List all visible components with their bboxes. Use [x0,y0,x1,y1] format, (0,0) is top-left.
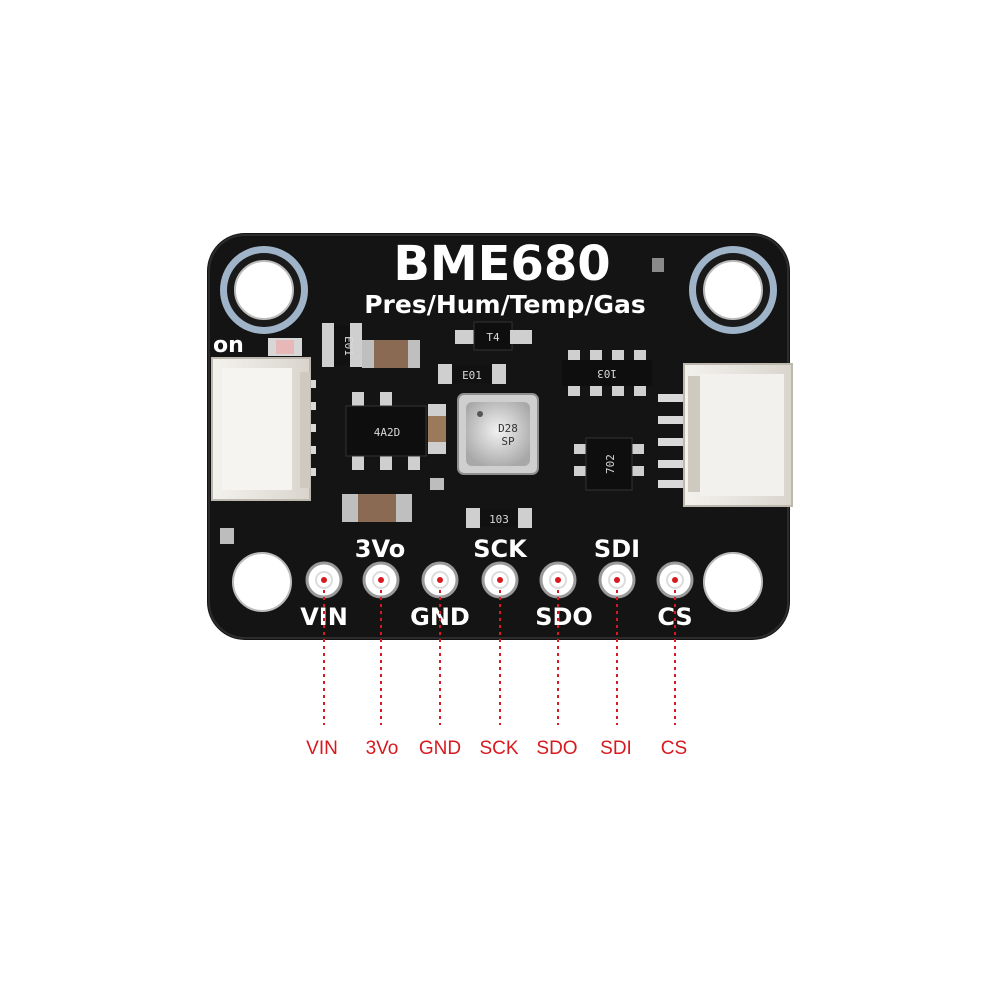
mounting-hole-top-left [220,246,308,334]
resistor-e01-left: E01 [322,323,362,367]
capacitor-sensor [428,404,446,454]
callout-label-sdo: SDO [536,738,577,759]
callout-label-3vo: 3Vo [366,738,399,759]
svg-text:E01: E01 [462,369,482,382]
callout-label-cs: CS [661,738,687,759]
test-pad [652,258,664,272]
diode-t4: T4 [455,321,532,351]
svg-text:T4: T4 [486,331,500,344]
right-stemma-connector [658,363,793,507]
pin-label-sdo: SDO [535,603,593,631]
ic-702: 702 [574,437,644,491]
board-title: BME680 [393,236,610,292]
capacitor-top [362,340,420,368]
svg-text:D28: D28 [498,422,518,435]
callout-dots [321,577,678,583]
pin-label-sck: SCK [473,535,528,563]
svg-text:103: 103 [597,367,617,380]
led-label: on [213,333,244,358]
svg-text:103: 103 [489,513,509,526]
resistor-array-103: 103 [562,350,652,396]
bme680-sensor-chip: D28 SP [457,393,539,475]
mounting-hole-bottom-left [232,552,292,612]
board-subtitle: Pres/Hum/Temp/Gas [364,290,646,319]
small-pad-mid [430,478,444,490]
callout-label-sdi: SDI [600,738,632,759]
svg-text:702: 702 [604,454,617,474]
callout-lines [323,590,676,725]
power-led [268,338,302,356]
svg-text:4A2D: 4A2D [374,426,401,439]
capacitor-bottom [342,494,412,522]
pin-label-sdi: SDI [594,535,640,563]
mounting-hole-bottom-right [703,552,763,612]
small-pad-left [220,528,234,544]
left-stemma-connector [211,357,316,501]
voltage-regulator-4a2d: 4A2D [345,392,427,470]
pin-label-3vo: 3Vo [355,535,405,563]
svg-text:E01: E01 [342,336,355,356]
resistor-103-bottom: 103 [466,508,532,528]
resistor-e01-middle: E01 [438,364,506,384]
callout-label-vin: VIN [306,738,338,759]
callout-label-sck: SCK [479,738,518,759]
svg-text:SP: SP [501,435,515,448]
mounting-hole-top-right [689,246,777,334]
callout-label-gnd: GND [419,738,461,759]
